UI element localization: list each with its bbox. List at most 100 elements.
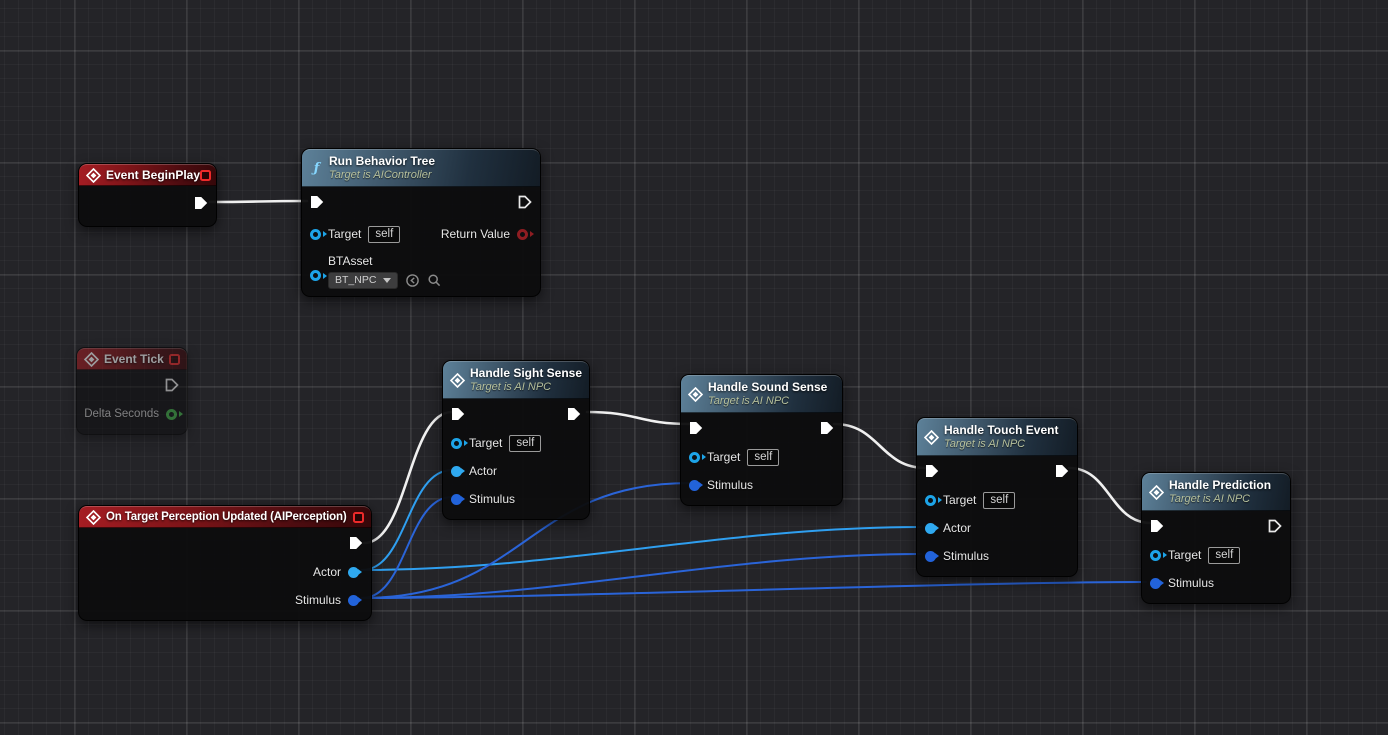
- pin-label: Target: [707, 450, 741, 464]
- exec-out-pin[interactable]: [1268, 519, 1282, 533]
- node-title: Handle Prediction: [1169, 478, 1272, 492]
- pin-row: [917, 456, 1077, 486]
- wire-exec-sound-to-touch[interactable]: [832, 422, 928, 470]
- node-run-behavior-tree[interactable]: ƒ Run Behavior Tree Target is AIControll…: [301, 148, 541, 297]
- return-value-pin[interactable]: [517, 228, 528, 240]
- node-header[interactable]: Handle Sight Sense Target is AI NPC: [443, 361, 589, 399]
- node-title: Handle Sound Sense: [708, 380, 828, 394]
- delta-seconds-pin[interactable]: [166, 408, 177, 420]
- exec-in-pin[interactable]: [310, 195, 324, 209]
- node-header[interactable]: Event BeginPlay: [79, 164, 216, 186]
- node-header[interactable]: Handle Touch Event Target is AI NPC: [917, 418, 1077, 456]
- exec-out-pin[interactable]: [194, 196, 208, 210]
- pin-row: Target self: [443, 429, 589, 457]
- exec-in-pin[interactable]: [1150, 519, 1164, 533]
- stimulus-pin[interactable]: [689, 479, 700, 491]
- target-value-input[interactable]: self: [747, 448, 780, 466]
- btasset-dropdown[interactable]: BT_NPC: [328, 271, 399, 289]
- node-body: Target self Stimulus: [681, 413, 842, 505]
- wire-actor-perception-to-touch[interactable]: [361, 526, 922, 571]
- pin-label: Actor: [943, 521, 972, 535]
- wire-exec-touch-to-prediction[interactable]: [1067, 466, 1153, 525]
- node-body: Target self Actor Stimulus: [443, 399, 589, 519]
- custom-event-icon: [924, 429, 939, 445]
- target-value-input[interactable]: self: [509, 434, 542, 452]
- node-handle-sound-sense[interactable]: Handle Sound Sense Target is AI NPC Targ…: [680, 374, 843, 506]
- pin-row: Stimulus: [681, 471, 842, 499]
- pin-label: Target: [1168, 548, 1202, 562]
- target-value-input[interactable]: self: [368, 225, 401, 243]
- stimulus-pin[interactable]: [1150, 577, 1161, 589]
- pin-label: Stimulus: [707, 478, 754, 492]
- exec-out-pin[interactable]: [165, 378, 179, 392]
- stimulus-pin[interactable]: [451, 493, 462, 505]
- exec-out-pin[interactable]: [518, 195, 532, 209]
- exec-out-pin[interactable]: [820, 421, 834, 435]
- target-pin[interactable]: [451, 437, 462, 449]
- pin-row: [681, 413, 842, 443]
- target-pin[interactable]: [310, 228, 321, 240]
- custom-event-icon: [1149, 484, 1164, 500]
- exec-out-pin[interactable]: [1055, 464, 1069, 478]
- wire-stimulus-perception-to-prediction[interactable]: [361, 581, 1147, 599]
- stimulus-pin[interactable]: [925, 550, 936, 562]
- exec-in-pin[interactable]: [689, 421, 703, 435]
- stimulus-out-pin[interactable]: [348, 594, 359, 606]
- node-on-target-perception-updated[interactable]: On Target Perception Updated (AIPercepti…: [78, 505, 372, 621]
- actor-pin[interactable]: [925, 522, 936, 534]
- target-pin[interactable]: [1150, 549, 1161, 561]
- exec-in-pin[interactable]: [451, 407, 465, 421]
- node-event-tick[interactable]: Event Tick Delta Seconds: [76, 347, 188, 435]
- event-icon: [86, 509, 101, 525]
- exec-out-pin[interactable]: [567, 407, 581, 421]
- wire-exec-sight-to-sound[interactable]: [585, 410, 692, 426]
- red-square-delegate-pin[interactable]: [353, 511, 364, 523]
- node-subtitle: Target is AI NPC: [944, 438, 1026, 450]
- red-square-delegate-pin[interactable]: [169, 353, 180, 365]
- btasset-pin-row: BTAsset BT_NPC: [302, 251, 540, 290]
- target-value-input[interactable]: self: [1208, 546, 1241, 564]
- node-title: Handle Sight Sense: [470, 366, 583, 380]
- pin-row: Target self: [681, 443, 842, 471]
- use-selected-asset-button[interactable]: [405, 273, 420, 288]
- btasset-pin[interactable]: [310, 270, 321, 281]
- actor-out-pin[interactable]: [348, 566, 359, 578]
- node-header[interactable]: On Target Perception Updated (AIPercepti…: [79, 506, 371, 528]
- node-header[interactable]: ƒ Run Behavior Tree Target is AIControll…: [302, 149, 540, 187]
- node-body: Delta Seconds: [77, 370, 187, 434]
- pin-row: Stimulus: [917, 542, 1077, 570]
- node-handle-sight-sense[interactable]: Handle Sight Sense Target is AI NPC Targ…: [442, 360, 590, 520]
- node-header[interactable]: Handle Sound Sense Target is AI NPC: [681, 375, 842, 413]
- actor-pin[interactable]: [451, 465, 462, 477]
- pin-label: Stimulus: [943, 549, 990, 563]
- pin-row: [79, 528, 371, 558]
- wire-exec-perception-to-sight[interactable]: [362, 410, 454, 545]
- wire-stimulus-perception-to-touch[interactable]: [361, 553, 922, 599]
- node-header[interactable]: Handle Prediction Target is AI NPC: [1142, 473, 1290, 511]
- pin-label: BTAsset: [328, 254, 373, 268]
- target-pin[interactable]: [689, 451, 700, 463]
- pin-row: Target self Return Value: [302, 217, 540, 251]
- target-pin[interactable]: [925, 494, 936, 506]
- btasset-selected-value: BT_NPC: [335, 274, 377, 286]
- target-value-input[interactable]: self: [983, 491, 1016, 509]
- node-header[interactable]: Event Tick: [77, 348, 187, 370]
- wire-stimulus-perception-to-sight[interactable]: [361, 496, 453, 599]
- wire-exec-beginplay-to-runbehaviortree[interactable]: [208, 199, 309, 204]
- pin-label: Stimulus: [469, 492, 516, 506]
- node-handle-touch-event[interactable]: Handle Touch Event Target is AI NPC Targ…: [916, 417, 1078, 577]
- node-handle-prediction[interactable]: Handle Prediction Target is AI NPC Targe…: [1141, 472, 1291, 604]
- custom-event-icon: [688, 386, 703, 402]
- node-title: Event Tick: [104, 351, 164, 366]
- pin-row: [302, 187, 540, 217]
- exec-in-pin[interactable]: [925, 464, 939, 478]
- red-square-delegate-pin[interactable]: [200, 169, 212, 181]
- function-icon: ƒ: [313, 160, 320, 176]
- exec-out-pin[interactable]: [349, 536, 363, 550]
- browse-asset-button[interactable]: [427, 273, 442, 288]
- wire-actor-perception-to-sight[interactable]: [361, 469, 453, 571]
- node-event-beginplay[interactable]: Event BeginPlay: [78, 163, 217, 227]
- pin-row: Delta Seconds: [77, 400, 187, 428]
